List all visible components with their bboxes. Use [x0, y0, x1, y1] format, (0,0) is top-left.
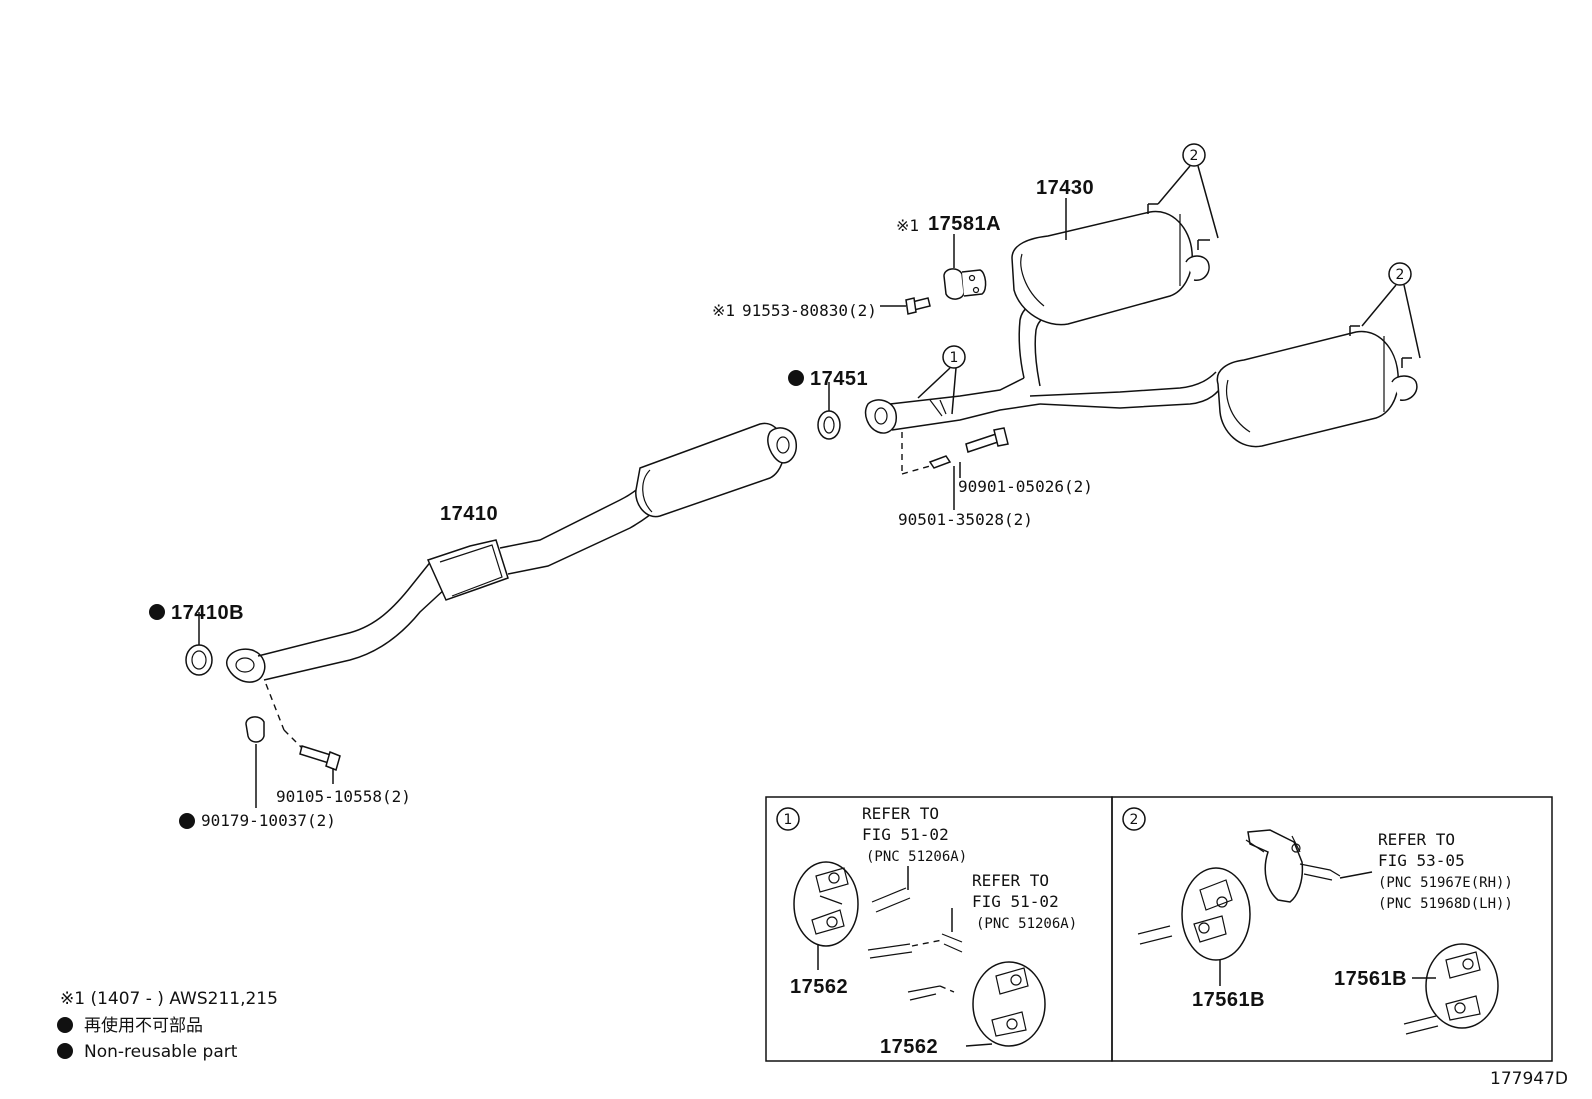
stud-90501-35028 — [901, 432, 955, 510]
hanger-bracket — [1245, 829, 1373, 903]
label-90501-35028: 90501-35028(2) — [898, 510, 1033, 529]
gasket-17410b — [185, 612, 213, 676]
detail-1-refer-a-line3: (PNC 51206A) — [866, 849, 967, 865]
rubber-hanger-17561b-right — [1412, 943, 1499, 1029]
legend-dot-en — [57, 1043, 73, 1059]
rubber-hanger-17562-right — [965, 961, 1046, 1047]
label-17562-b: 17562 — [880, 1036, 938, 1058]
hanger-rod-b-hidden — [911, 939, 943, 947]
label-90105-10558: 90105-10558(2) — [276, 787, 411, 806]
callout-2-lower: 2 — [1361, 262, 1421, 359]
label-17581a: 17581A — [928, 213, 1001, 235]
detail-1-refer-a-line1: REFER TO — [862, 804, 939, 823]
hanger-rod-b — [867, 943, 913, 959]
rubber-hanger-17561b-left — [1181, 867, 1251, 986]
label-17561b-b: 17561B — [1334, 968, 1407, 990]
detail-1-refer-b-line3: (PNC 51206A) — [976, 916, 1077, 932]
mark-17581a: ※1 — [896, 216, 919, 235]
nonreusable-dot-17410b — [149, 604, 165, 620]
nonreusable-dot-17451 — [788, 370, 804, 386]
hanger-rod-e — [1403, 1015, 1439, 1035]
hanger-rod-a — [871, 887, 911, 913]
hanger-rod-b-end — [941, 933, 963, 953]
label-17451: 17451 — [810, 368, 868, 390]
mark-91553: ※1 — [712, 301, 735, 320]
tail-pipe-muffler-assembly — [864, 203, 1418, 448]
callout-2-number: 2 — [1396, 267, 1405, 283]
label-17561b-a: 17561B — [1192, 989, 1265, 1011]
detail-1-refer-a-line2: FIG 51-02 — [862, 825, 949, 844]
note-applicability: ※1 (1407 - ) AWS211,215 — [60, 989, 278, 1009]
label-91553-80830: 91553-80830(2) — [742, 301, 877, 320]
label-90901-05026: 90901-05026(2) — [958, 477, 1093, 496]
note-nonreusable-jp: 再使用不可部品 — [84, 1015, 203, 1036]
front-pipe-catalytic-converter — [225, 422, 797, 683]
bolt-90105-10558 — [265, 683, 341, 784]
figure-id: 177947D — [1490, 1069, 1568, 1089]
label-17410: 17410 — [440, 503, 498, 525]
label-17430: 17430 — [1036, 177, 1094, 199]
bolt-91553-80830 — [880, 297, 931, 315]
detail-2-callout-number: 2 — [1130, 812, 1139, 828]
label-17562-a: 17562 — [790, 976, 848, 998]
detail-2-refer-line4: (PNC 51968D(LH)) — [1378, 896, 1513, 912]
bolt-90901-05026 — [959, 427, 1009, 478]
hanger-rod-c-hidden — [939, 985, 955, 993]
detail-box-1: 1 REFER TO FIG 51-02 (PNC 51206A) REFER … — [765, 796, 1113, 1062]
label-17410b: 17410B — [171, 602, 244, 624]
detail-1-refer-b-line1: REFER TO — [972, 871, 1049, 890]
detail-box-2: 2 REFER TO FIG 53-05 (PNC 51967E(RH)) (P… — [1111, 796, 1553, 1062]
label-90179-10037: 90179-10037(2) — [201, 811, 336, 830]
callout-1-main: 1 — [917, 345, 966, 415]
nonreusable-dot-90179 — [179, 813, 195, 829]
detail-2-refer-line1: REFER TO — [1378, 830, 1455, 849]
hanger-rod-d — [1137, 925, 1173, 945]
callout-2-number: 2 — [1190, 148, 1199, 164]
callout-2-upper: 2 — [1157, 143, 1219, 239]
detail-1-callout-number: 1 — [784, 812, 793, 828]
hanger-rod-c — [907, 985, 941, 1001]
legend-dot-jp — [57, 1017, 73, 1033]
detail-2-refer-line2: FIG 53-05 — [1378, 851, 1465, 870]
exhaust-valve-actuator-17581a — [943, 234, 987, 300]
detail-2-refer-line3: (PNC 51967E(RH)) — [1378, 875, 1513, 891]
note-nonreusable-en: Non-reusable part — [84, 1042, 238, 1062]
nut-90179-10037 — [245, 716, 265, 808]
gasket-17451 — [817, 382, 841, 440]
detail-1-refer-b-line2: FIG 51-02 — [972, 892, 1059, 911]
callout-1-number: 1 — [950, 350, 959, 366]
rubber-hanger-17562-left — [793, 861, 859, 970]
